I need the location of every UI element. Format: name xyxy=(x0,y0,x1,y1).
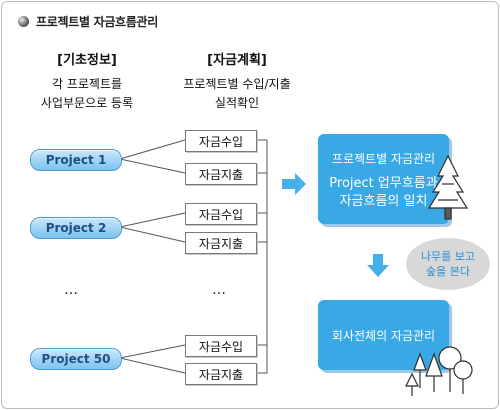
company-fund-management-box: 회사전체의 자금관리 xyxy=(318,300,449,370)
project-fund-management-box: 프로젝트별 자금관리 Project 업무흐름과 자금흐름의 일치 xyxy=(318,134,449,224)
forest-icon xyxy=(405,346,473,396)
bullet-icon xyxy=(18,15,29,27)
col1-description: 각 프로젝트를 사업부문으로 등록 xyxy=(22,75,152,113)
col1-line2: 사업부문으로 등록 xyxy=(40,96,134,110)
col1-heading: [기초정보] xyxy=(57,53,117,68)
col2-line1: 프로젝트별 수입/지출 xyxy=(183,77,291,91)
ellipsis-projects: … xyxy=(64,282,79,298)
project-pill-50: Project 50 xyxy=(30,348,122,370)
bubble-line1: 나무를 보고 xyxy=(420,250,476,263)
expense-box-2: 자금지출 xyxy=(185,232,257,254)
expense-box-1: 자금지출 xyxy=(185,163,257,185)
box-top-line2: 자금흐름의 일치 xyxy=(339,194,428,209)
expense-box-50: 자금지출 xyxy=(185,363,257,385)
col2-heading: [자금계획] xyxy=(207,53,267,68)
income-box-2: 자금수입 xyxy=(185,203,257,225)
pine-tree-icon xyxy=(427,154,469,220)
bubble-line2: 숲을 본다 xyxy=(426,265,470,278)
income-box-1: 자금수입 xyxy=(185,130,257,152)
col2-description: 프로젝트별 수입/지출 실적확인 xyxy=(162,75,312,113)
ellipsis-plans: … xyxy=(212,282,227,298)
col1-line1: 각 프로젝트를 xyxy=(51,77,123,91)
box-top-title: 프로젝트별 자금관리 xyxy=(331,152,436,166)
box-top-text: Project 업무흐름과 자금흐름의 일치 xyxy=(318,175,449,211)
income-box-50: 자금수입 xyxy=(185,335,257,357)
box-top-line1: Project 업무흐름과 xyxy=(329,176,438,191)
diagram-header: 프로젝트별 자금흐름관리 xyxy=(18,12,158,30)
right-arrow-icon xyxy=(282,173,306,195)
project-pill-2: Project 2 xyxy=(30,217,122,239)
down-arrow-icon xyxy=(367,254,389,277)
project-pill-1: Project 1 xyxy=(30,149,122,171)
col2-line2: 실적확인 xyxy=(214,96,260,110)
saying-bubble: 나무를 보고 숲을 본다 xyxy=(406,238,490,290)
box-bottom-title: 회사전체의 자금관리 xyxy=(331,329,436,343)
diagram-title: 프로젝트별 자금흐름관리 xyxy=(36,14,159,29)
